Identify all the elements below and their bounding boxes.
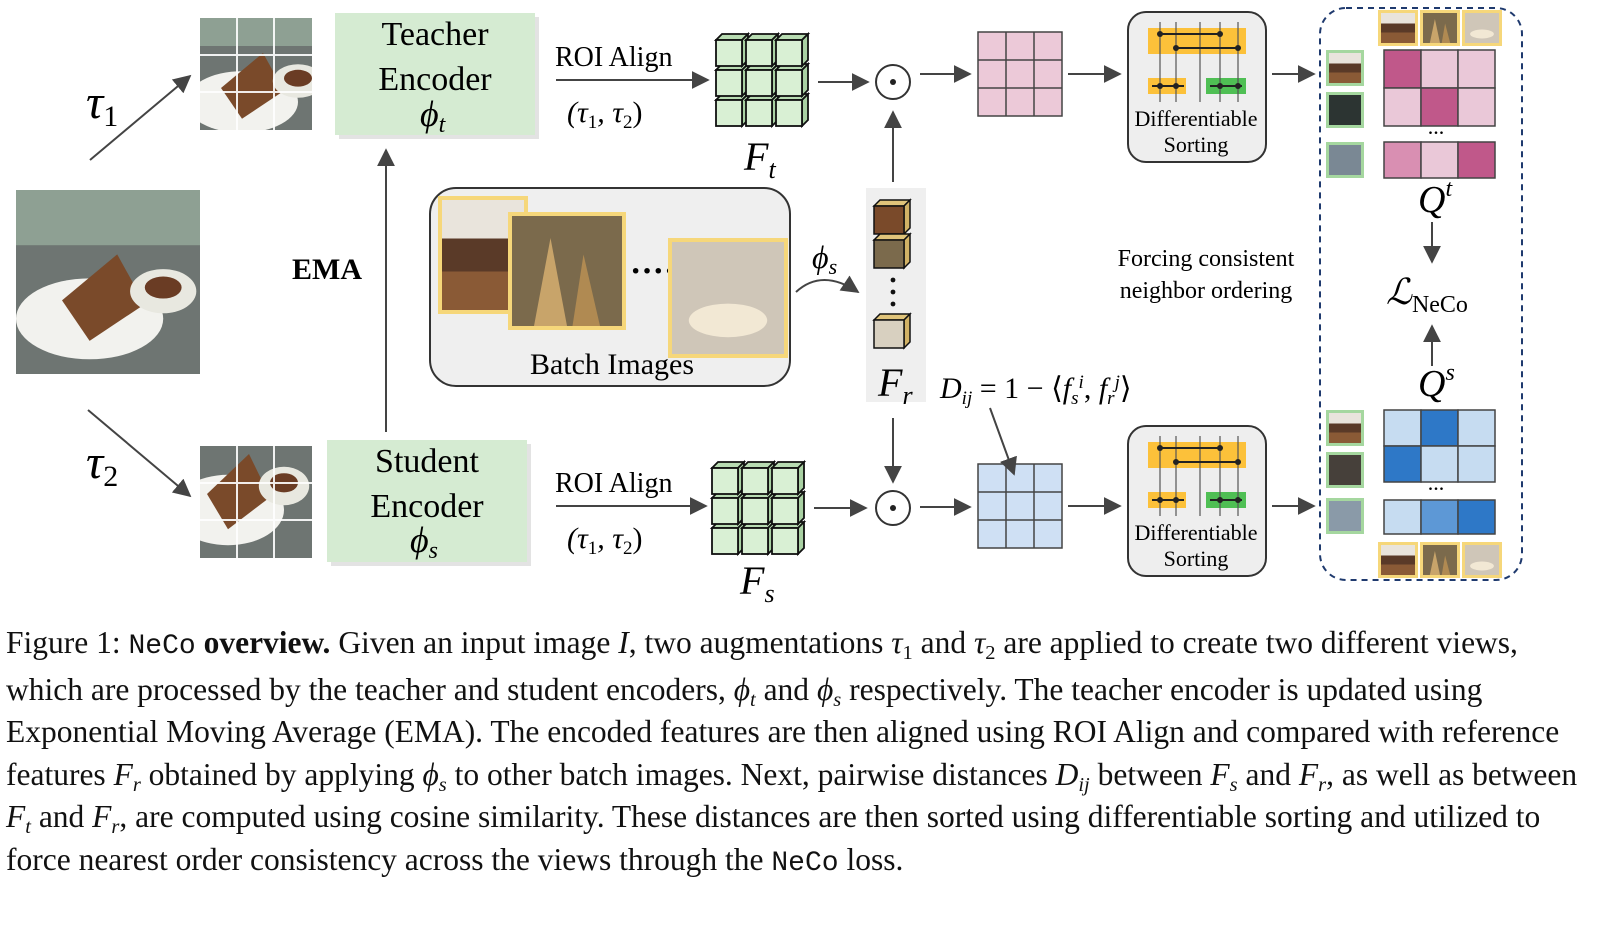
student-encoder-line2: Encoder	[370, 488, 484, 525]
roi-align-top-args: (τ1, τ2)	[567, 96, 642, 133]
arrow-tau1	[89, 74, 192, 161]
dsort-bottom-line2: Sorting	[1164, 546, 1229, 571]
neco-diagram: τ1 τ2 Teacher Encoder ϕt Student Encoder…	[16, 7, 1523, 608]
caption-figure-label: Figure 1:	[6, 625, 129, 660]
qt-row-thumbs	[1326, 50, 1364, 178]
qs-matrix: ...	[1383, 409, 1496, 535]
teacher-view-crop	[200, 18, 312, 130]
odot-top	[875, 64, 911, 100]
roi-align-top-label: ROI Align	[555, 42, 672, 73]
teacher-encoder-box: Teacher Encoder ϕt	[335, 13, 539, 139]
batch-image-giraffe	[508, 212, 626, 330]
student-encoder-line1: Student	[375, 443, 479, 480]
differentiable-sorting-top: Differentiable Sorting	[1127, 11, 1267, 163]
student-distance-grid	[977, 463, 1063, 549]
dsort-top-line2: Sorting	[1164, 132, 1229, 157]
differentiable-sorting-bottom: Differentiable Sorting	[1127, 425, 1267, 577]
fr-label: Fr	[877, 360, 913, 410]
dsort-top-line1: Differentiable	[1135, 106, 1258, 131]
fs-feature-cube	[711, 461, 805, 555]
qs-row-thumbs	[1326, 410, 1364, 534]
loss-label: ℒNeCo	[1386, 272, 1468, 318]
qt-header-thumbs	[1378, 10, 1502, 46]
tau2-label: τ2	[86, 436, 118, 493]
phi-s-label: ϕs	[812, 239, 837, 279]
batch-images-label: Batch Images	[530, 348, 694, 381]
fr-reference-column	[866, 188, 926, 402]
batch-image-dog	[668, 238, 788, 358]
input-image	[16, 190, 200, 374]
teacher-encoder-symbol: ϕt	[420, 94, 447, 138]
student-encoder-box: Student Encoder ϕs	[327, 440, 531, 566]
ft-label: Ft	[743, 134, 776, 184]
neighbor-ordering-panel: ... Qt ℒNeCo Qs ...	[1319, 7, 1523, 581]
dij-formula: Dij = 1 − ⟨fsi, frj⟩	[939, 372, 1132, 409]
qt-label: Qt	[1418, 176, 1453, 221]
figure-caption: Figure 1: NeCo overview. Given an input …	[6, 625, 1578, 879]
ema-label: EMA	[292, 253, 362, 286]
roi-align-bottom-label: ROI Align	[555, 468, 672, 499]
forcing-line1: Forcing consistent	[1118, 246, 1295, 272]
forcing-line2: neighbor ordering	[1120, 278, 1293, 304]
qs-label: Qs	[1418, 360, 1455, 405]
student-view-crop	[200, 446, 312, 558]
batch-images-panel: ····· Batch Images	[429, 187, 791, 387]
teacher-distance-grid	[977, 31, 1063, 117]
roi-align-bottom-args: (τ1, τ2)	[567, 522, 642, 559]
phi-s-arrow	[795, 275, 860, 293]
qt-ellipsis: ...	[1428, 114, 1445, 139]
qs-ellipsis: ...	[1428, 470, 1445, 495]
caption-overview: overview.	[203, 625, 331, 660]
fs-label: Fs	[739, 558, 775, 608]
student-encoder-symbol: ϕs	[410, 520, 438, 564]
caption-method-name: NeCo	[128, 631, 196, 662]
arrow-tau2	[87, 409, 192, 498]
odot-bottom	[875, 490, 911, 526]
tau1-label: τ1	[86, 76, 118, 133]
qs-footer-thumbs	[1378, 542, 1502, 578]
ft-feature-cube	[715, 33, 809, 127]
teacher-encoder-line2: Encoder	[378, 61, 492, 98]
teacher-encoder-line1: Teacher	[381, 16, 489, 53]
qt-matrix: ...	[1383, 49, 1496, 179]
dij-arrow	[989, 407, 1017, 476]
dsort-bottom-line1: Differentiable	[1135, 520, 1258, 545]
